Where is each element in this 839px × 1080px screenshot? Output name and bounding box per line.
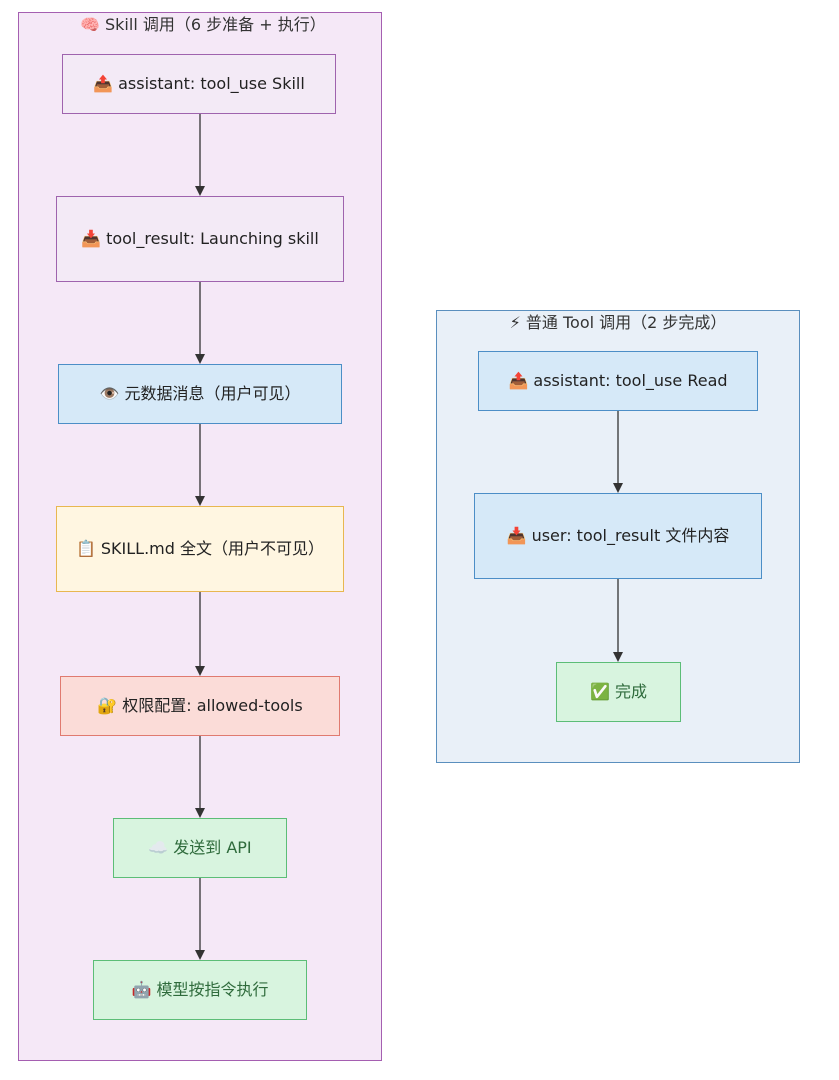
node-label: user: tool_result 文件内容: [531, 526, 730, 545]
node-label: 权限配置: allowed-tools: [122, 696, 303, 715]
skill-group-title: 🧠 Skill 调用（6 步准备 + 执行）: [80, 15, 320, 34]
clipboard-icon: 📋: [75, 539, 96, 558]
tool-group-title: ⚡ 普通 Tool 调用（2 步完成）: [509, 313, 727, 332]
node-label: 元数据消息（用户可见）: [124, 384, 301, 403]
node-label: 模型按指令执行: [156, 980, 269, 999]
node-assistant-tool-use-skill: 📤assistant: tool_use Skill: [62, 54, 336, 114]
node-done: ✅完成: [556, 662, 681, 722]
node-label: 完成: [614, 682, 647, 701]
node-label: 发送到 API: [173, 838, 252, 857]
node-user-tool-result: 📥user: tool_result 文件内容: [474, 493, 762, 579]
robot-icon: 🤖: [131, 980, 152, 999]
node-label: assistant: tool_use Skill: [118, 74, 305, 93]
node-model-executes: 🤖模型按指令执行: [93, 960, 307, 1020]
outbox-icon: 📤: [93, 74, 114, 93]
node-assistant-tool-use-read: 📤assistant: tool_use Read: [478, 351, 758, 411]
node-skill-md-fulltext: 📋SKILL.md 全文（用户不可见）: [56, 506, 344, 592]
node-label: assistant: tool_use Read: [533, 371, 728, 390]
lock-key-icon: 🔐: [97, 696, 118, 715]
eye-icon: 👁️: [99, 384, 120, 403]
check-mark-icon: ✅: [590, 682, 610, 701]
inbox-icon: 📥: [81, 229, 102, 248]
node-permission-config: 🔐权限配置: allowed-tools: [60, 676, 340, 736]
node-send-to-api: ☁️发送到 API: [113, 818, 287, 878]
outbox-icon: 📤: [508, 371, 529, 390]
node-metadata-message: 👁️元数据消息（用户可见）: [58, 364, 342, 424]
cloud-icon: ☁️: [148, 838, 169, 857]
node-tool-result-launching-skill: 📥tool_result: Launching skill: [56, 196, 344, 282]
node-label: SKILL.md 全文（用户不可见）: [100, 539, 325, 558]
inbox-icon: 📥: [506, 526, 527, 545]
node-label: tool_result: Launching skill: [106, 229, 319, 248]
